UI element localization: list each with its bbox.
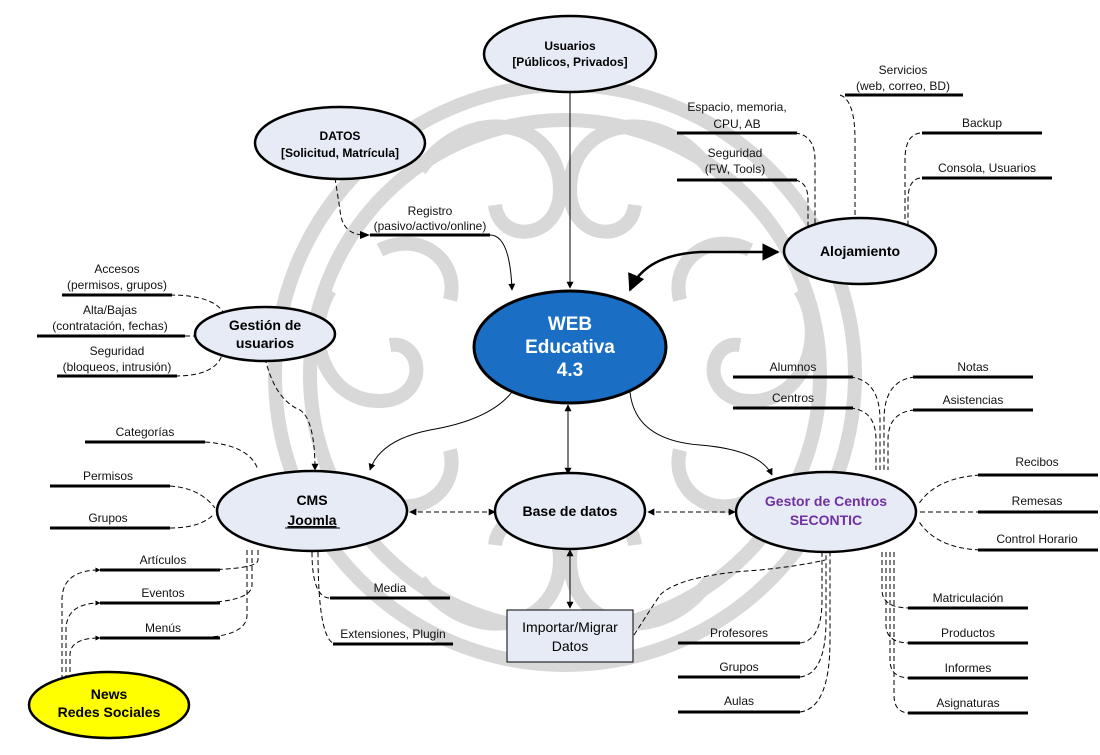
node-news-redes: News Redes Sociales: [27, 670, 191, 740]
node-importar-migrar: Importar/Migrar Datos: [506, 609, 634, 663]
label-extensiones: Extensiones, Plugin: [340, 627, 445, 641]
node-cms: CMS Joomla: [215, 469, 409, 553]
label-registro-line1: Registro: [408, 204, 453, 218]
label-asignaturas: Asignaturas: [936, 696, 999, 710]
node-usuarios: Usuarios [Públicos, Privados]: [482, 14, 658, 94]
node-gestion-line1: Gestión de: [229, 317, 302, 333]
label-matriculacion: Matriculación: [933, 591, 1004, 605]
label-servicios-line2: (web, correo, BD): [856, 79, 950, 93]
node-cms-line2: Joomla: [287, 512, 336, 528]
label-control-horario: Control Horario: [996, 532, 1078, 546]
node-importar-line2: Datos: [552, 638, 589, 654]
label-grupos-gestor: Grupos: [719, 660, 758, 674]
label-underlines: [37, 93, 1098, 715]
label-permisos: Permisos: [83, 469, 133, 483]
label-servicios-line1: Servicios: [879, 63, 928, 77]
node-bd-label: Base de datos: [523, 503, 618, 519]
node-gestion-line2: usuarios: [236, 335, 295, 351]
label-alumnos: Alumnos: [770, 360, 817, 374]
label-grupos-cms: Grupos: [88, 511, 127, 525]
label-consola: Consola, Usuarios: [938, 161, 1036, 175]
node-alojamiento: Alojamiento: [782, 216, 938, 286]
node-web-line3: 4.3: [557, 360, 583, 381]
label-media: Media: [374, 581, 407, 595]
node-news-line2: Redes Sociales: [58, 704, 161, 720]
node-cms-line1: CMS: [296, 492, 327, 508]
node-alojamiento-label: Alojamiento: [820, 243, 900, 259]
node-datos-line1: DATOS: [320, 129, 361, 143]
node-usuarios-line1: Usuarios: [544, 39, 596, 53]
node-gestor-centros: Gestor de Centros SECONTIC: [734, 470, 918, 554]
node-importar-line1: Importar/Migrar: [522, 619, 618, 635]
label-remesas: Remesas: [1012, 494, 1063, 508]
label-accesos-line2: (permisos, grupos): [67, 278, 167, 292]
label-registro-line2: (pasivo/activo/online): [374, 219, 487, 233]
node-gestor-line2: SECONTIC: [790, 512, 862, 528]
label-asistencias: Asistencias: [943, 393, 1004, 407]
label-seguridad-bloq-line1: Seguridad: [90, 344, 145, 358]
label-seguridad-fw-line1: Seguridad: [708, 146, 763, 160]
label-productos: Productos: [941, 626, 995, 640]
label-seguridad-fw-line2: (FW, Tools): [705, 162, 765, 176]
node-gestor-line1: Gestor de Centros: [765, 493, 887, 509]
label-eventos: Eventos: [141, 586, 184, 600]
node-web-educativa: WEB Educativa 4.3: [472, 289, 668, 405]
label-recibos: Recibos: [1015, 455, 1058, 469]
label-backup: Backup: [962, 116, 1002, 130]
node-gestion-usuarios: Gestión de usuarios: [193, 305, 337, 363]
node-usuarios-line2: [Públicos, Privados]: [512, 55, 627, 69]
label-profesores: Profesores: [710, 626, 768, 640]
labels: Registro (pasivo/activo/online) Espacio,…: [52, 63, 1078, 710]
node-news-line1: News: [91, 686, 128, 702]
node-base-de-datos: Base de datos: [493, 471, 647, 551]
node-datos: DATOS [Solicitud, Matrícula]: [253, 105, 427, 181]
label-altabajas-line1: Alta/Bajas: [83, 303, 137, 317]
node-web-line1: WEB: [548, 314, 592, 335]
label-categorias: Categorías: [116, 425, 175, 439]
label-informes: Informes: [945, 661, 992, 675]
label-articulos: Artículos: [140, 553, 187, 567]
label-accesos-line1: Accesos: [94, 262, 139, 276]
label-menus: Menús: [145, 621, 181, 635]
connectors: [61, 92, 981, 714]
label-aulas: Aulas: [724, 694, 754, 708]
label-centros: Centros: [772, 391, 814, 405]
label-espacio-line2: CPU, AB: [713, 117, 760, 131]
label-espacio-line1: Espacio, memoria,: [687, 100, 786, 114]
node-web-line2: Educativa: [525, 337, 615, 358]
node-datos-line2: [Solicitud, Matrícula]: [281, 146, 399, 160]
label-seguridad-bloq-line2: (bloqueos, intrusión): [63, 360, 172, 374]
label-notas: Notas: [957, 360, 988, 374]
label-altabajas-line2: (contratación, fechas): [52, 319, 167, 333]
